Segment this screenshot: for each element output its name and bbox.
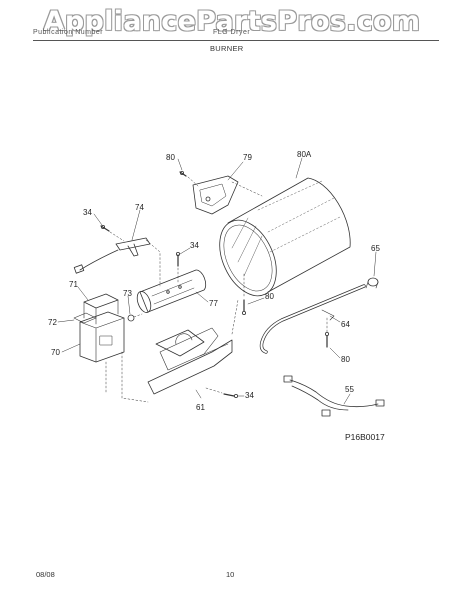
coil-71[interactable] xyxy=(83,293,119,325)
label-55: 55 xyxy=(345,385,354,394)
section-title: BURNER xyxy=(210,44,244,53)
burner-tube-77[interactable] xyxy=(135,269,207,314)
label-80-top: 80 xyxy=(166,153,175,162)
header-publication: Publication Number xyxy=(33,29,104,36)
label-80A: 80A xyxy=(297,150,312,159)
gas-valve-70[interactable] xyxy=(79,311,125,363)
label-65: 65 xyxy=(371,244,380,253)
watermark: AppliancePartsPros.com xyxy=(43,6,421,37)
orifice-73[interactable] xyxy=(127,313,143,322)
label-77: 77 xyxy=(209,299,218,308)
label-80-mid: 80 xyxy=(265,292,274,301)
label-74: 74 xyxy=(135,203,144,212)
footer-date: 08/08 xyxy=(36,570,55,579)
screw-34-low[interactable] xyxy=(223,393,238,398)
burner-bracket-61[interactable] xyxy=(147,327,233,395)
label-72: 72 xyxy=(48,318,57,327)
coil-72[interactable] xyxy=(73,312,97,324)
leader-lines xyxy=(57,157,377,405)
label-80-low: 80 xyxy=(341,355,350,364)
screw-34-mid[interactable] xyxy=(175,251,180,267)
bracket-79[interactable] xyxy=(192,175,239,215)
pipe-cap-65[interactable] xyxy=(365,277,379,289)
alignment-lines xyxy=(105,239,239,403)
label-34-mid: 34 xyxy=(190,241,199,250)
diagram-reference-number: P16B0017 xyxy=(345,432,385,442)
label-70: 70 xyxy=(51,348,60,357)
label-61: 61 xyxy=(196,403,205,412)
label-34-low: 34 xyxy=(245,391,254,400)
header-model: FLG Dryer xyxy=(213,29,251,36)
label-79: 79 xyxy=(243,153,252,162)
wire-harness-55[interactable] xyxy=(283,375,385,417)
label-64: 64 xyxy=(341,320,350,329)
footer-page-number: 10 xyxy=(226,570,235,579)
igniter-74[interactable] xyxy=(73,237,151,274)
label-34-left: 34 xyxy=(83,208,92,217)
screw-34-left[interactable] xyxy=(100,224,110,232)
screw-80-top[interactable] xyxy=(179,170,187,177)
label-73: 73 xyxy=(123,289,132,298)
manifold-pipe-64[interactable] xyxy=(259,284,366,354)
screw-80-mid[interactable] xyxy=(241,299,246,315)
burner-cone-80A[interactable] xyxy=(208,177,351,305)
screw-80-low[interactable] xyxy=(324,331,329,348)
header-rule xyxy=(33,40,439,41)
label-71: 71 xyxy=(69,280,78,289)
